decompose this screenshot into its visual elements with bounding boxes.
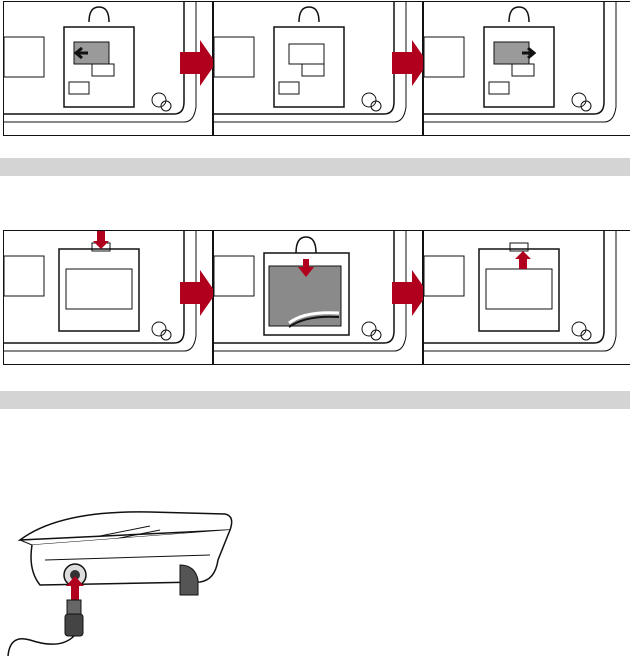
section-separator-1 bbox=[0, 158, 630, 176]
step-arrow-icon bbox=[180, 40, 216, 86]
power-connection-illustration bbox=[0, 500, 250, 656]
direction-arrow-icon bbox=[93, 231, 109, 249]
battery-step-3-panel bbox=[423, 230, 630, 365]
power-plug-icon bbox=[65, 600, 83, 636]
sim-step-3-panel bbox=[423, 1, 630, 136]
section-separator-2 bbox=[0, 391, 630, 409]
step-arrow-icon bbox=[180, 270, 216, 316]
